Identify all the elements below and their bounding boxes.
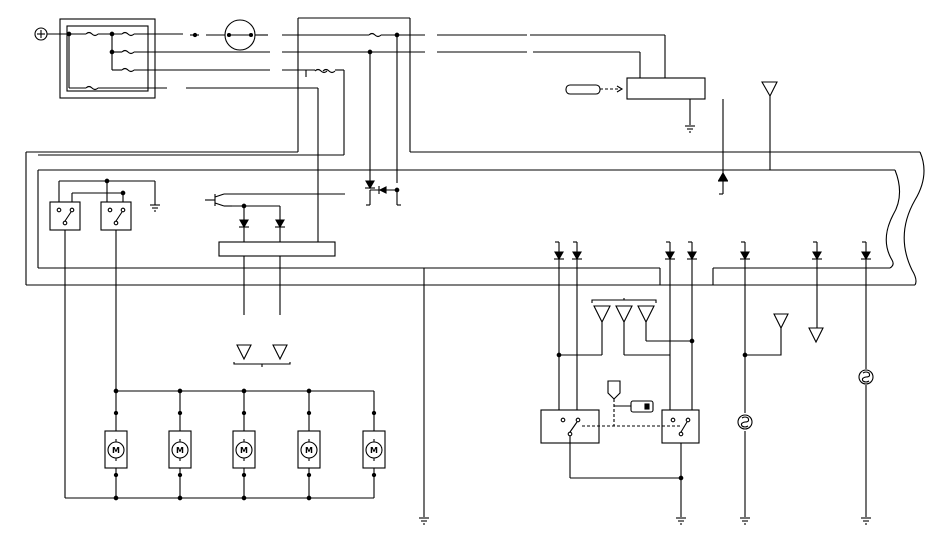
svg-text:M: M: [370, 446, 378, 455]
antenna-icon: [742, 81, 789, 358]
fuse-icon: [85, 31, 382, 91]
lamp-icon: [224, 19, 256, 51]
fuse-box: [59, 18, 156, 99]
upper-loop-wires: [26, 17, 920, 153]
ground-icon: [150, 99, 871, 525]
svg-text:M: M: [305, 446, 313, 455]
svg-text:M: M: [240, 446, 248, 455]
motor-bus-wires: [65, 388, 377, 501]
connector-triangle-icon: [233, 298, 824, 367]
sensor-icon: [565, 84, 624, 95]
right-control-unit: [626, 77, 706, 100]
relay-icon: [49, 201, 132, 231]
sensor-icon: [737, 369, 874, 430]
svg-text:M: M: [112, 446, 120, 455]
relay-wiring: [58, 178, 156, 498]
key-icon: [607, 380, 654, 426]
battery-plus-icon: +: [34, 27, 48, 41]
svg-text:M: M: [176, 446, 184, 455]
diode-tap-wires: [366, 99, 867, 252]
motor-icon: M M M M M: [104, 430, 386, 469]
harness-loop: [25, 151, 925, 286]
switch-circuit-wires: [556, 259, 867, 517]
transistor-icon: [205, 193, 345, 207]
top-harness-wires: [186, 32, 666, 242]
door-switch: [540, 409, 700, 444]
